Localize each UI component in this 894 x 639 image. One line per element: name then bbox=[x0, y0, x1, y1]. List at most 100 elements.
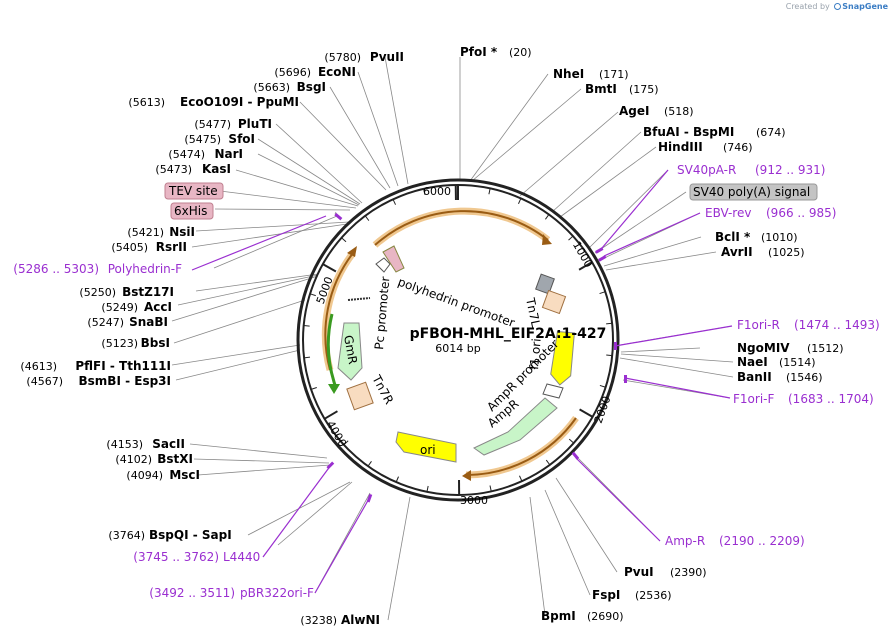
site-naei: NaeI bbox=[737, 355, 768, 369]
site-pluti: PluTI bbox=[238, 117, 272, 131]
site-agei-pos: (518) bbox=[664, 105, 694, 118]
label-6xhis: 6xHis bbox=[174, 204, 207, 218]
site-bmti: BmtI bbox=[585, 82, 617, 96]
tick-label-6000: 6000 bbox=[423, 185, 451, 198]
site-bstz17i: BstZ17I bbox=[122, 285, 174, 299]
site-nsii-pos: (5421) bbox=[127, 226, 164, 239]
site-bspqi-pos: (3764) bbox=[108, 529, 145, 542]
minor-tick bbox=[310, 387, 317, 390]
primer-f1ori-r: F1ori-R bbox=[737, 318, 780, 332]
label-sv40-polya: SV40 poly(A) signal bbox=[693, 185, 810, 199]
site-bfuai: BfuAI - BspMI bbox=[643, 125, 734, 139]
site-pvui: PvuI bbox=[624, 565, 654, 579]
site-snabi: SnaBI bbox=[129, 315, 168, 329]
site-bsgi-pos: (5663) bbox=[253, 81, 290, 94]
primer-f1ori-f-range: (1683 .. 1704) bbox=[788, 392, 874, 406]
minor-tick bbox=[519, 475, 523, 482]
site-banii-pos: (1546) bbox=[786, 371, 823, 384]
minor-tick bbox=[367, 461, 372, 467]
primer-amp-r: Amp-R bbox=[665, 534, 705, 548]
created-by-text: Created by bbox=[785, 2, 830, 11]
site-rsrii: RsrII bbox=[156, 240, 187, 254]
primer-ebv-rev-range: (966 .. 985) bbox=[766, 206, 836, 220]
snapgene-logo-icon bbox=[834, 3, 842, 10]
primer-f1ori-r-range: (1474 .. 1493) bbox=[794, 318, 880, 332]
site-pluti-pos: (5477) bbox=[194, 118, 231, 131]
plasmid-name: pFBOH-MHL_EIF2A:1-427 bbox=[410, 326, 607, 342]
site-bpmi-pos: (2690) bbox=[587, 610, 624, 623]
minor-tick bbox=[568, 438, 575, 444]
site-ecoo109i-pos: (5613) bbox=[128, 96, 165, 109]
major-tick bbox=[324, 410, 338, 420]
minor-tick bbox=[606, 322, 613, 325]
major-tick bbox=[322, 263, 337, 273]
primer-pbr322ori-f: pBR322ori-F bbox=[240, 586, 314, 600]
site-banii: BanII bbox=[737, 370, 772, 384]
site-bstz17i-pos: (5250) bbox=[79, 286, 116, 299]
site-sacii: SacII bbox=[152, 437, 185, 451]
primer-marks bbox=[326, 212, 627, 503]
primer-sv40pa-r-range: (912 .. 931) bbox=[755, 163, 825, 177]
label-pc-promoter: Pc promoter bbox=[372, 276, 392, 350]
label-f1-ori: f1 ori bbox=[527, 338, 544, 370]
site-bcli: BclI * bbox=[715, 230, 751, 244]
primer-polyhedrin-f: Polyhedrin-F bbox=[108, 262, 182, 276]
site-bpmi: BpmI bbox=[541, 609, 576, 623]
site-bbsi-pos: (5123) bbox=[101, 337, 138, 350]
site-econi: EcoNI bbox=[318, 65, 356, 79]
site-kasi-pos: (5473) bbox=[155, 163, 192, 176]
minor-tick bbox=[606, 354, 613, 357]
tev-site-box bbox=[164, 182, 224, 200]
site-pflfi: PflFI - Tth111I bbox=[75, 359, 171, 373]
site-pvui-pos: (2390) bbox=[670, 566, 707, 579]
site-nari-pos: (5474) bbox=[168, 148, 205, 161]
tick-label-2000: 2000 bbox=[592, 394, 614, 425]
site-msci-pos: (4094) bbox=[126, 469, 163, 482]
minor-tick bbox=[303, 325, 310, 327]
site-naei-pos: (1514) bbox=[779, 356, 816, 369]
primer-polyhedrin-f-range: (5286 .. 5303) bbox=[13, 262, 99, 276]
site-bmti-pos: (175) bbox=[629, 83, 659, 96]
label-tn7l: Tn7L bbox=[523, 296, 543, 329]
primer-pbr322ori-f-range: (3492 .. 3511) bbox=[149, 586, 235, 600]
tick-label-1000: 1000 bbox=[570, 239, 595, 270]
site-acci: AccI bbox=[144, 300, 172, 314]
minor-tick bbox=[395, 476, 399, 483]
credit-line: Created by SnapGene bbox=[786, 2, 888, 11]
site-snabi-pos: (5247) bbox=[87, 316, 124, 329]
minor-tick bbox=[518, 198, 522, 205]
tick-marks bbox=[303, 185, 613, 496]
major-tick bbox=[578, 261, 593, 271]
site-pfoi: PfoI * bbox=[460, 45, 498, 59]
minor-tick bbox=[364, 215, 370, 221]
site-bstxi-pos: (4102) bbox=[115, 453, 152, 466]
minor-tick bbox=[599, 291, 606, 295]
site-alwni-pos: (3238) bbox=[300, 614, 337, 627]
minor-tick bbox=[545, 459, 551, 466]
site-pfoi-pos: (20) bbox=[509, 46, 532, 59]
label-polyhedrin-promoter: polyhedrin promoter bbox=[396, 275, 517, 330]
primer-sv40pa-r: SV40pA-R bbox=[677, 163, 736, 177]
site-econi-pos: (5696) bbox=[274, 66, 311, 79]
site-bspqi: BspQI - SapI bbox=[149, 528, 232, 542]
site-ngomiv-pos: (1512) bbox=[807, 342, 844, 355]
site-fspi: FspI bbox=[592, 588, 620, 602]
site-ngomiv: NgoMIV bbox=[737, 341, 790, 355]
inner-features bbox=[337, 245, 575, 463]
label-gmr: GmR bbox=[341, 334, 360, 365]
site-avrii-pos: (1025) bbox=[768, 246, 805, 259]
brand-name: SnapGene bbox=[842, 2, 888, 11]
orange-features bbox=[321, 207, 579, 479]
site-acci-pos: (5249) bbox=[101, 301, 138, 314]
major-tick bbox=[579, 408, 594, 418]
minor-tick bbox=[489, 485, 492, 492]
site-bfuai-pos: (674) bbox=[756, 126, 786, 139]
minor-tick bbox=[426, 485, 429, 492]
site-pvuii: PvuII bbox=[370, 50, 404, 64]
primer-f1ori-f: F1ori-F bbox=[733, 392, 774, 406]
site-bcli-pos: (1010) bbox=[761, 231, 798, 244]
site-sfoi-pos: (5475) bbox=[184, 133, 221, 146]
minor-tick bbox=[568, 235, 574, 241]
minor-tick bbox=[303, 356, 311, 359]
site-nhei: NheI bbox=[553, 67, 584, 81]
